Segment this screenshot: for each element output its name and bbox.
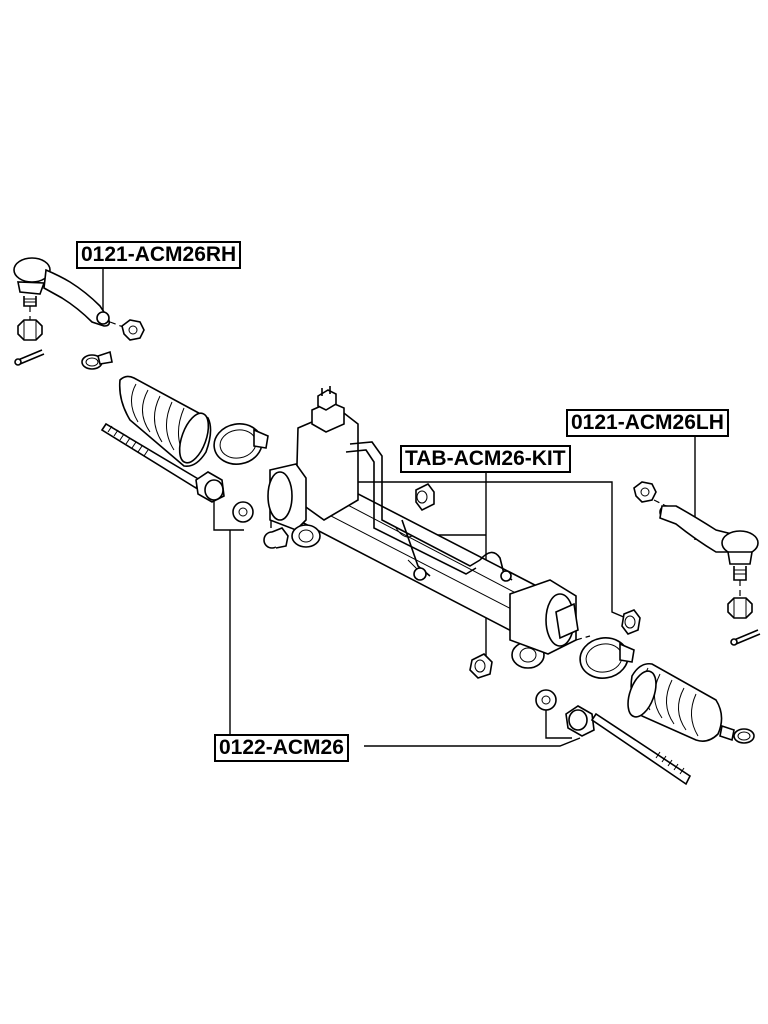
jam-nut-lh — [633, 481, 657, 503]
boot-clamp-large-lh — [575, 635, 635, 679]
castle-nut-lh — [727, 597, 753, 619]
cotter-pin-lh — [730, 629, 761, 646]
lock-washer-lh — [535, 689, 557, 711]
tie-rod-end-lh[interactable] — [653, 499, 759, 598]
boot-clamp-small-rh — [81, 350, 113, 370]
inner-tie-rod-lh[interactable] — [565, 705, 692, 786]
rack-bushing-1[interactable] — [263, 527, 289, 549]
jam-nut-rh — [121, 319, 145, 341]
tie-rod-end-rh[interactable] — [13, 257, 127, 329]
part-label-tie-rod-end-lh[interactable]: 0121-ACM26LH — [566, 409, 729, 437]
rack-bushing-4[interactable] — [469, 653, 493, 679]
rack-boot-lh — [627, 662, 723, 742]
boot-clamp-small-lh — [719, 724, 755, 744]
cotter-pin-rh — [14, 349, 45, 366]
boot-clamp-large-rh — [213, 423, 269, 465]
rack-bushing-2[interactable] — [415, 482, 435, 512]
castle-nut-rh — [17, 319, 43, 341]
steering-rack-housing — [267, 386, 579, 669]
part-label-tie-rod-end-rh[interactable]: 0121-ACM26RH — [76, 241, 242, 269]
part-label-inner-tie-rod[interactable]: 0122-ACM26 — [214, 734, 349, 762]
part-label-bushing-kit[interactable]: TAB-ACM26-KIT — [400, 445, 571, 473]
leader-bushing-kit — [270, 469, 627, 660]
lock-washer-rh — [232, 501, 254, 523]
inner-tie-rod-rh[interactable] — [100, 422, 225, 503]
rack-boot-rh — [118, 375, 212, 468]
rack-bushing-3[interactable] — [621, 609, 641, 635]
